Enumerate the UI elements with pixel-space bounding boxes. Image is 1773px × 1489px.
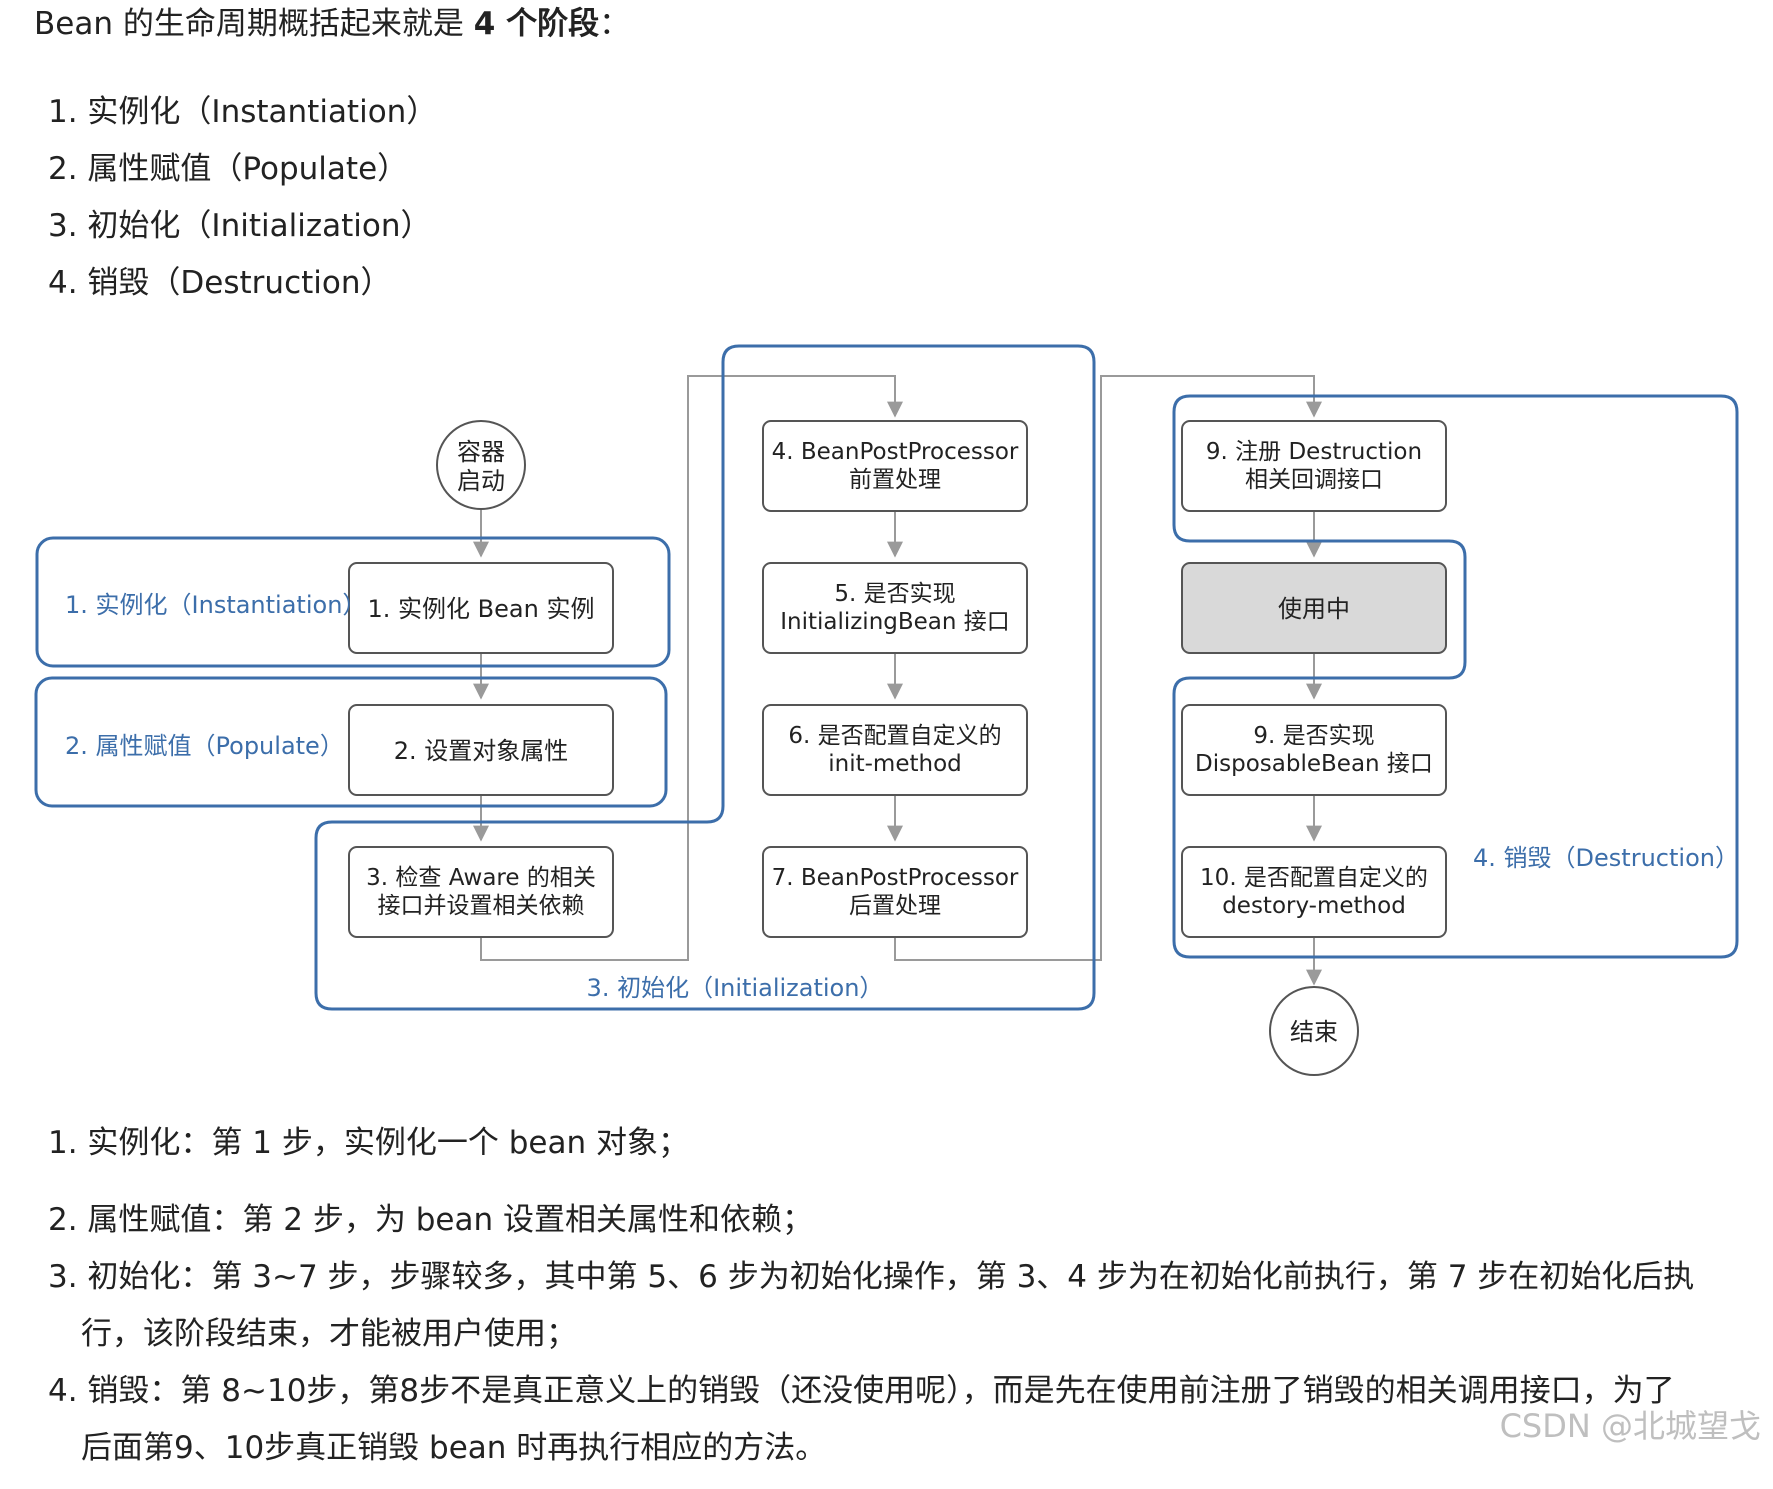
in-use-box: 使用中 bbox=[1181, 562, 1447, 654]
step-box-8-line2: 相关回调接口 bbox=[1245, 467, 1383, 493]
intro-bold: 4 个阶段 bbox=[473, 6, 600, 42]
step-box-9: 9. 是否实现 DisposableBean 接口 bbox=[1181, 704, 1447, 796]
connector-s3-to-s4 bbox=[480, 375, 903, 961]
stage-item: 1. 实例化（Instantiation） bbox=[48, 94, 438, 130]
note-item: 4. 销毁：第 8~10步，第8步不是真正意义上的销毁（还没使用呢），而是先在使… bbox=[48, 1363, 1728, 1477]
group-initialization bbox=[314, 344, 1096, 1011]
lifecycle-diagram: 容器 启动 结束 1. 实例化 Bean 实例 2. 设置对象属性 使用中 3.… bbox=[34, 344, 1739, 1076]
stage-item: 4. 销毁（Destruction） bbox=[48, 265, 392, 301]
intro-line: Bean 的生命周期概括起来就是 4 个阶段： bbox=[34, 2, 630, 46]
step-box-7: 7. BeanPostProcessor 后置处理 bbox=[762, 846, 1028, 938]
step-box-8-rect bbox=[1181, 420, 1447, 512]
step-box-2-rect bbox=[348, 704, 614, 796]
intro-suffix: ： bbox=[599, 6, 631, 42]
step-box-5-rect bbox=[762, 562, 1028, 654]
step-box-3-rect bbox=[348, 846, 614, 938]
connectors bbox=[473, 375, 1322, 986]
step-box-3-line1: 3. 检查 Aware 的相关 bbox=[366, 865, 596, 891]
note-text-continued: 行，该阶段结束，才能被用户使用； bbox=[81, 1316, 577, 1352]
start-label-line1: 容器 bbox=[457, 438, 505, 466]
stage-list: 1. 实例化（Instantiation） 2. 属性赋值（Populate） … bbox=[48, 90, 437, 318]
step-box-3-line2: 接口并设置相关依赖 bbox=[378, 893, 585, 919]
watermark: CSDN @北城望戈 bbox=[1499, 1407, 1761, 1445]
note-list: 1. 实例化：第 1 步，实例化一个 bean 对象； 2. 属性赋值：第 2 … bbox=[48, 1115, 1728, 1477]
note-text-continued: 后面第9、10步真正销毁 bean 时再执行相应的方法。 bbox=[81, 1430, 827, 1466]
note-item: 1. 实例化：第 1 步，实例化一个 bean 对象； bbox=[48, 1115, 1728, 1172]
group-instantiation bbox=[35, 536, 671, 668]
step-box-9-line2: DisposableBean 接口 bbox=[1195, 751, 1433, 777]
step-box-10-rect bbox=[1181, 846, 1447, 938]
step-box-6-line2: init-method bbox=[828, 751, 962, 777]
step-box-2-label: 2. 设置对象属性 bbox=[394, 737, 569, 765]
step-box-6: 6. 是否配置自定义的 init-method bbox=[762, 704, 1028, 796]
step-box-10: 10. 是否配置自定义的 destory-method bbox=[1181, 846, 1447, 938]
step-box-5-line2: InitializingBean 接口 bbox=[780, 609, 1010, 635]
step-box-4-line2: 前置处理 bbox=[849, 467, 941, 493]
note-text: 3. 初始化：第 3~7 步，步骤较多，其中第 5、6 步为初始化操作，第 3、… bbox=[48, 1259, 1695, 1295]
end-node: 结束 bbox=[1269, 986, 1359, 1076]
step-box-5-line1: 5. 是否实现 bbox=[834, 581, 955, 607]
note-text: 1. 实例化：第 1 步，实例化一个 bean 对象； bbox=[48, 1125, 689, 1161]
step-box-10-line1: 10. 是否配置自定义的 bbox=[1200, 865, 1428, 891]
group-destruction-upper bbox=[1172, 394, 1739, 959]
stage-item: 2. 属性赋值（Populate） bbox=[48, 151, 409, 187]
step-box-10-line2: destory-method bbox=[1222, 893, 1406, 919]
note-item: 3. 初始化：第 3~7 步，步骤较多，其中第 5、6 步为初始化操作，第 3、… bbox=[48, 1249, 1728, 1363]
end-circle bbox=[1269, 986, 1359, 1076]
step-box-7-line2: 后置处理 bbox=[849, 893, 941, 919]
note-item: 2. 属性赋值：第 2 步，为 bean 设置相关属性和依赖； bbox=[48, 1192, 1728, 1249]
step-box-1: 1. 实例化 Bean 实例 bbox=[348, 562, 614, 654]
step-box-3: 3. 检查 Aware 的相关 接口并设置相关依赖 bbox=[348, 846, 614, 938]
intro-prefix: Bean 的生命周期概括起来就是 bbox=[34, 6, 474, 42]
step-box-1-rect bbox=[348, 562, 614, 654]
step-box-7-rect bbox=[762, 846, 1028, 938]
group-label-destruction: 4. 销毁（Destruction） bbox=[1473, 844, 1739, 872]
group-outlines bbox=[34, 344, 1739, 1011]
step-box-5: 5. 是否实现 InitializingBean 接口 bbox=[762, 562, 1028, 654]
stage-item: 3. 初始化（Initialization） bbox=[48, 208, 432, 244]
step-box-6-line1: 6. 是否配置自定义的 bbox=[788, 723, 1001, 749]
step-box-4-line1: 4. BeanPostProcessor bbox=[772, 439, 1019, 465]
in-use-box-label: 使用中 bbox=[1278, 595, 1350, 623]
step-box-6-rect bbox=[762, 704, 1028, 796]
step-box-7-line1: 7. BeanPostProcessor bbox=[772, 865, 1019, 891]
step-box-9-rect bbox=[1181, 704, 1447, 796]
group-label-instantiation: 1. 实例化（Instantiation） bbox=[65, 591, 366, 619]
step-box-8-line1: 9. 注册 Destruction bbox=[1206, 439, 1422, 465]
step-box-9-line1: 9. 是否实现 bbox=[1253, 723, 1374, 749]
end-label: 结束 bbox=[1290, 1018, 1338, 1046]
step-box-2: 2. 设置对象属性 bbox=[348, 704, 614, 796]
group-populate bbox=[34, 676, 668, 808]
step-box-4-rect bbox=[762, 420, 1028, 512]
group-label-populate: 2. 属性赋值（Populate） bbox=[65, 732, 344, 760]
step-box-1-label: 1. 实例化 Bean 实例 bbox=[368, 595, 595, 623]
connector-s7-to-s8 bbox=[894, 375, 1322, 961]
step-box-4: 4. BeanPostProcessor 前置处理 bbox=[762, 420, 1028, 512]
start-node: 容器 启动 bbox=[436, 420, 526, 510]
group-label-initialization: 3. 初始化（Initialization） bbox=[587, 974, 884, 1002]
note-text: 2. 属性赋值：第 2 步，为 bean 设置相关属性和依赖； bbox=[48, 1202, 813, 1238]
start-circle bbox=[436, 420, 526, 510]
in-use-box-rect bbox=[1181, 562, 1447, 654]
step-box-8: 9. 注册 Destruction 相关回调接口 bbox=[1181, 420, 1447, 512]
note-text: 4. 销毁：第 8~10步，第8步不是真正意义上的销毁（还没使用呢），而是先在使… bbox=[48, 1373, 1675, 1409]
start-label-line2: 启动 bbox=[457, 467, 505, 495]
